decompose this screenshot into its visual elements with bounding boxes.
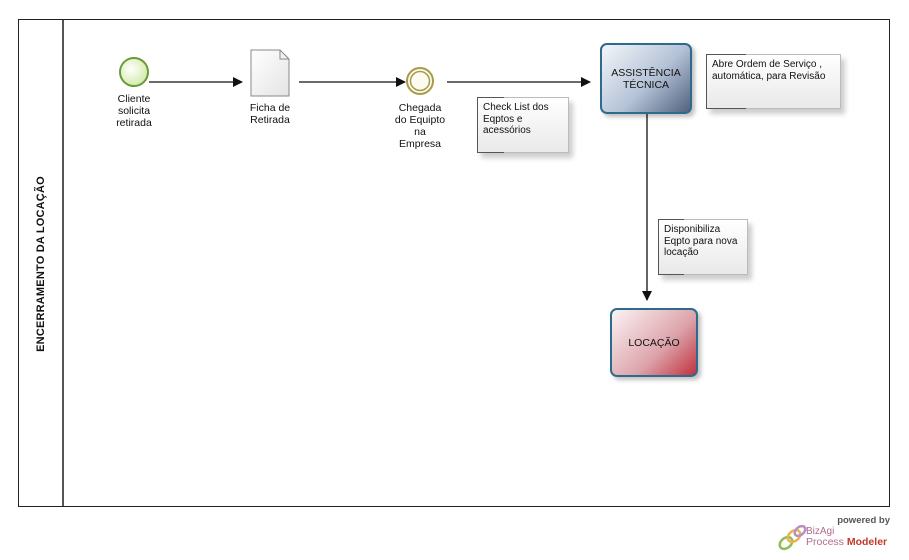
intermediate-event-label: Chegada do Equipto na Empresa [387, 102, 453, 150]
start-event[interactable] [119, 57, 149, 87]
brand-product: Process Modeler [806, 537, 887, 548]
label-line: TÉCNICA [622, 78, 670, 91]
label-line: Retirada [250, 114, 290, 126]
label-line: do Equipto [394, 114, 446, 126]
annotation-ordem-servico[interactable]: Abre Ordem de Serviço , automática, para… [706, 54, 841, 109]
document-icon[interactable] [250, 49, 290, 97]
label-line: Cliente [117, 93, 151, 105]
brand-product-a: Process [806, 536, 847, 548]
label-line: na [414, 126, 426, 138]
pool: ENCERRAMENTO DA LOCAÇÃO [18, 19, 890, 507]
start-event-label: Cliente solicita retirada [104, 93, 164, 129]
task-label: LOCAÇÃO [628, 336, 680, 349]
brand-name: BizAgi [806, 526, 835, 537]
task-label: ASSISTÊNCIA TÉCNICA [611, 67, 680, 91]
annotation-line: Eqpto para nova [664, 235, 738, 247]
lane-header: ENCERRAMENTO DA LOCAÇÃO [19, 20, 64, 506]
annotation-line: automática, para Revisão [712, 70, 826, 82]
annotation-line: Eqptos e [483, 113, 523, 125]
task-locacao[interactable]: LOCAÇÃO [610, 308, 698, 377]
label-line: Empresa [398, 138, 441, 150]
annotation-line: locação [664, 247, 699, 258]
label-line: Chegada [398, 102, 442, 114]
intermediate-event[interactable] [406, 67, 434, 95]
annotation-checklist[interactable]: Check List dos Eqptos e acessórios [477, 97, 569, 153]
document-label: Ficha de Retirada [240, 102, 300, 126]
brand-product-b: Modeler [846, 536, 888, 548]
powered-by-text: powered by [837, 515, 890, 526]
annotation-line: Abre Ordem de Serviço , [712, 59, 823, 70]
annotation-line: acessórios [483, 125, 531, 136]
label-line: ASSISTÊNCIA [611, 66, 681, 79]
label-line: Ficha de [249, 102, 291, 114]
label-line: solicita [117, 105, 151, 117]
bizagi-logo-icon [778, 524, 807, 551]
annotation-disponibiliza[interactable]: Disponibiliza Eqpto para nova locação [658, 219, 748, 275]
label-line: retirada [116, 117, 152, 129]
task-assistencia-tecnica[interactable]: ASSISTÊNCIA TÉCNICA [600, 43, 692, 114]
bizagi-branding: powered by BizAgi Process Modeler [776, 515, 894, 553]
annotation-line: Check List dos [483, 102, 549, 113]
annotation-line: Disponibiliza [664, 224, 721, 235]
